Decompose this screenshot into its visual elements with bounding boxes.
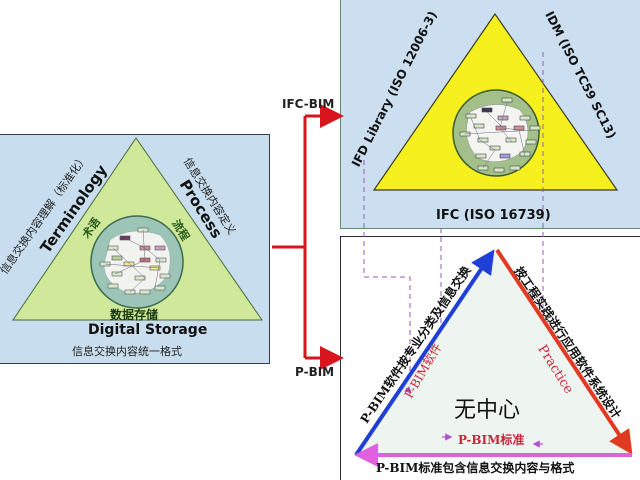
bottom-cn-label: 信息交换内容统一格式: [72, 345, 182, 358]
ifc-triangle: [372, 12, 619, 191]
ifc-bim-label: IFC-BIM: [282, 97, 335, 111]
p-bim-standard-label: P-BIM标准: [458, 433, 525, 447]
left-triangle: [12, 137, 263, 321]
p-bim-triangle: [354, 248, 633, 467]
p-bim-label: P-BIM: [295, 365, 335, 379]
split-connector: [272, 104, 344, 370]
p-bim-bottom-edge-label: P-BIM标准包含信息交换内容与格式: [376, 461, 575, 475]
ifc-iso-label: IFC (ISO 16739): [436, 208, 551, 223]
no-center-label: 无中心: [454, 398, 521, 423]
inner-storage-label: 数据存储: [110, 308, 159, 322]
digital-storage-label: Digital Storage: [88, 322, 208, 338]
